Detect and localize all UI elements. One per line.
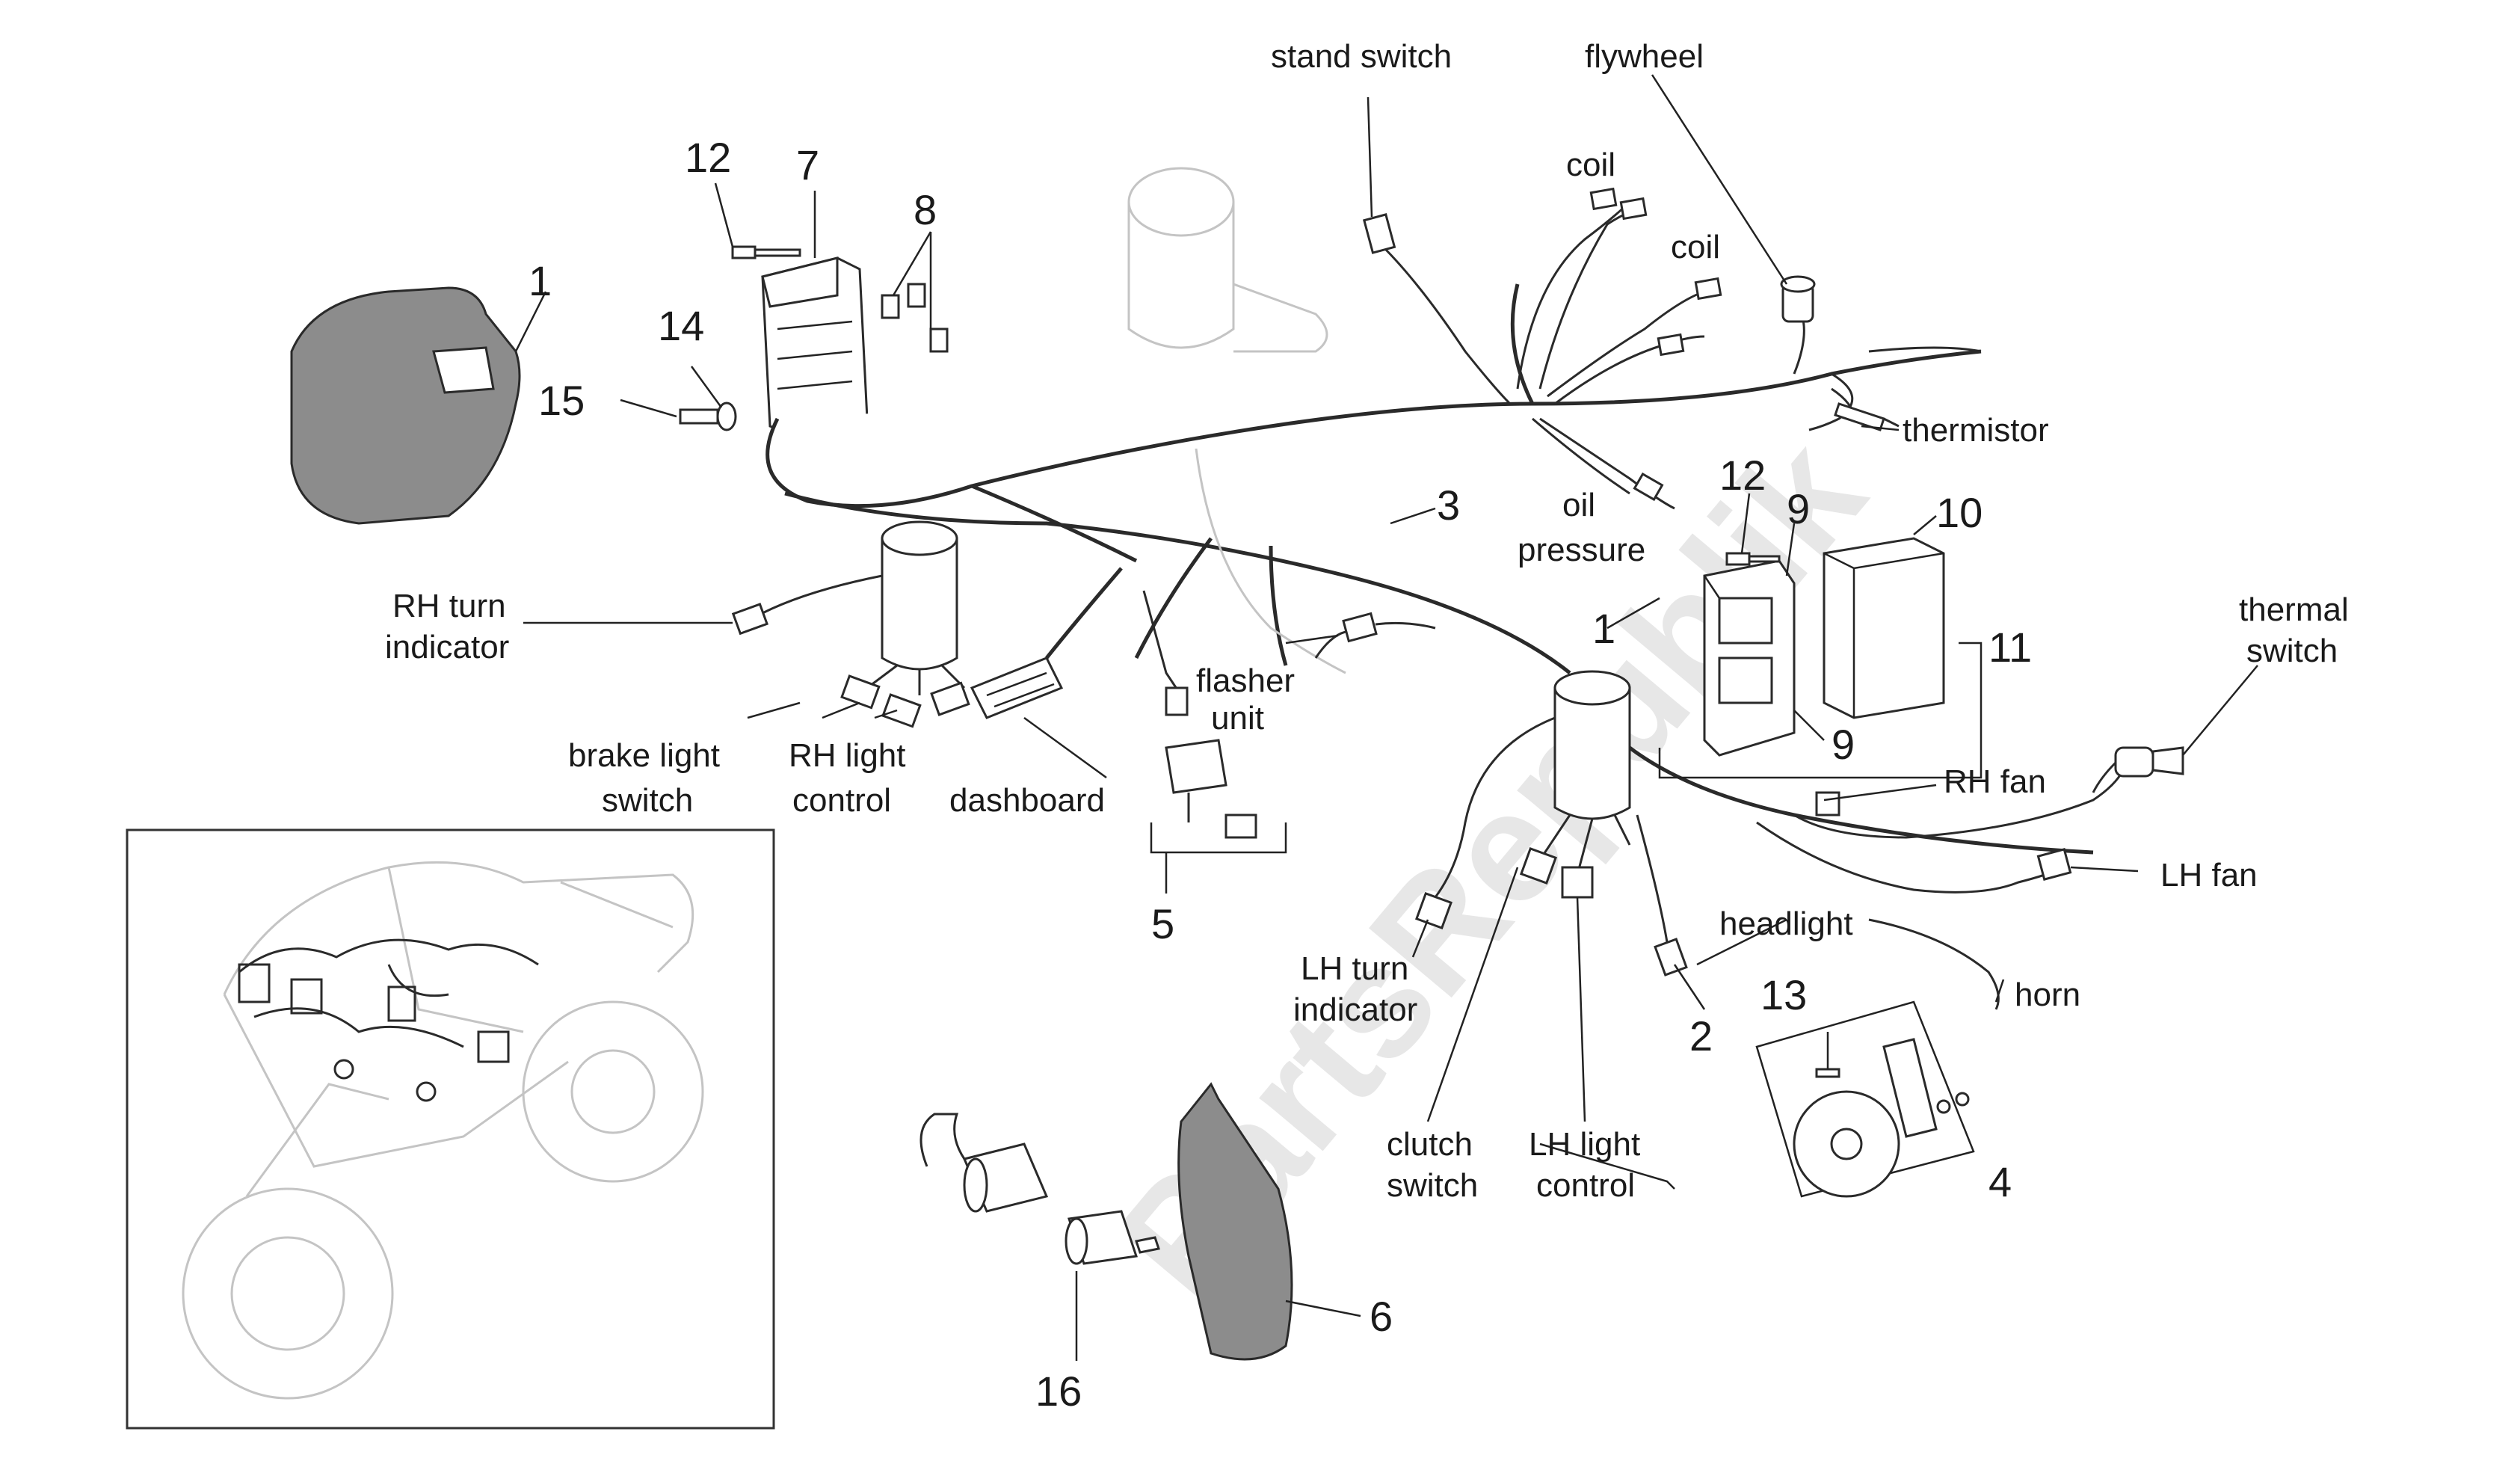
num-3: 3 [1437, 482, 1460, 529]
num-7: 7 [796, 141, 819, 188]
label-rh-turn-2: indicator [385, 629, 509, 665]
part-5-flasher-unit [1150, 612, 1436, 894]
num-5: 5 [1151, 900, 1174, 947]
num-9-bottom: 9 [1832, 721, 1855, 768]
label-lh-light-2: control [1536, 1167, 1635, 1204]
label-rh-light-1: RH light [789, 737, 906, 774]
num-16: 16 [1035, 1368, 1082, 1415]
num-6: 6 [1370, 1293, 1393, 1340]
leader-lines [514, 74, 2258, 1361]
num-14: 14 [658, 302, 704, 349]
num-1-right: 1 [1592, 605, 1615, 652]
num-1-left: 1 [529, 257, 552, 304]
num-2: 2 [1689, 1012, 1713, 1060]
screw-14-15 [679, 402, 737, 431]
label-dashboard: dashboard [949, 782, 1105, 819]
num-15: 15 [538, 377, 585, 424]
label-flasher-2: unit [1211, 700, 1264, 736]
label-horn: horn [2015, 977, 2080, 1013]
label-lh-fan: LH fan [2160, 857, 2258, 894]
label-lh-turn-2: indicator [1293, 991, 1417, 1028]
part-10-control-unit [1823, 537, 1945, 719]
num-9-top: 9 [1787, 485, 1810, 532]
part-9-relay-block [1703, 559, 1796, 757]
engine-sensor-wiring [1362, 187, 1982, 510]
num-11: 11 [1988, 624, 2032, 671]
label-thermal-switch-2: switch [2246, 633, 2338, 669]
dashboard-connector [970, 567, 1189, 719]
label-oil-pressure-2: pressure [1518, 532, 1645, 568]
part-1-cover [290, 286, 521, 525]
screw-12-left [731, 245, 801, 259]
label-clutch-1: clutch [1387, 1126, 1473, 1163]
label-rh-turn-1: RH turn [392, 588, 506, 624]
part-6-bracket [1177, 1082, 1293, 1361]
component-labels: stand switch flywheel coil coil thermist… [385, 38, 2349, 1204]
label-rh-light-2: control [792, 782, 891, 819]
label-lh-turn-1: LH turn [1301, 950, 1408, 987]
num-12-top: 12 [685, 134, 731, 181]
label-headlight: headlight [1719, 905, 1853, 942]
ignition-switch-outline [1127, 167, 1346, 674]
label-stand-switch: stand switch [1271, 38, 1452, 75]
fan-horn-wiring [1756, 746, 2184, 1010]
part-numbers: 1 12 7 8 14 15 3 12 9 10 1 11 9 5 2 13 4… [529, 134, 2032, 1415]
connector-cylinder-left [731, 520, 970, 728]
motorcycle-inset [126, 828, 775, 1430]
num-10: 10 [1936, 489, 1983, 536]
label-flasher-1: flasher [1196, 662, 1295, 699]
label-lh-light-1: LH light [1529, 1126, 1640, 1163]
part-4-horn [1755, 1000, 1975, 1198]
part-8-fuses [881, 283, 949, 353]
label-oil-pressure-1: oil [1562, 487, 1595, 523]
label-thermal-switch-1: thermal [2239, 591, 2349, 628]
label-brake-light-2: switch [602, 782, 693, 819]
label-clutch-2: switch [1387, 1167, 1478, 1204]
part-7-relay-box [761, 256, 869, 443]
num-4: 4 [1988, 1158, 2012, 1205]
label-brake-light-1: brake light [568, 737, 720, 774]
label-coil-1: coil [1566, 147, 1615, 183]
label-flywheel: flywheel [1585, 38, 1704, 75]
num-8: 8 [914, 186, 937, 233]
part-11-bracket [1658, 642, 1983, 779]
label-thermistor: thermistor [1903, 412, 2049, 449]
label-coil-2: coil [1671, 229, 1720, 265]
connector-cylinder-right [1415, 670, 1688, 977]
part-16-switch [919, 1113, 1160, 1265]
num-12-right: 12 [1719, 452, 1766, 499]
label-rh-fan: RH fan [1944, 763, 2046, 800]
num-13: 13 [1760, 971, 1807, 1018]
